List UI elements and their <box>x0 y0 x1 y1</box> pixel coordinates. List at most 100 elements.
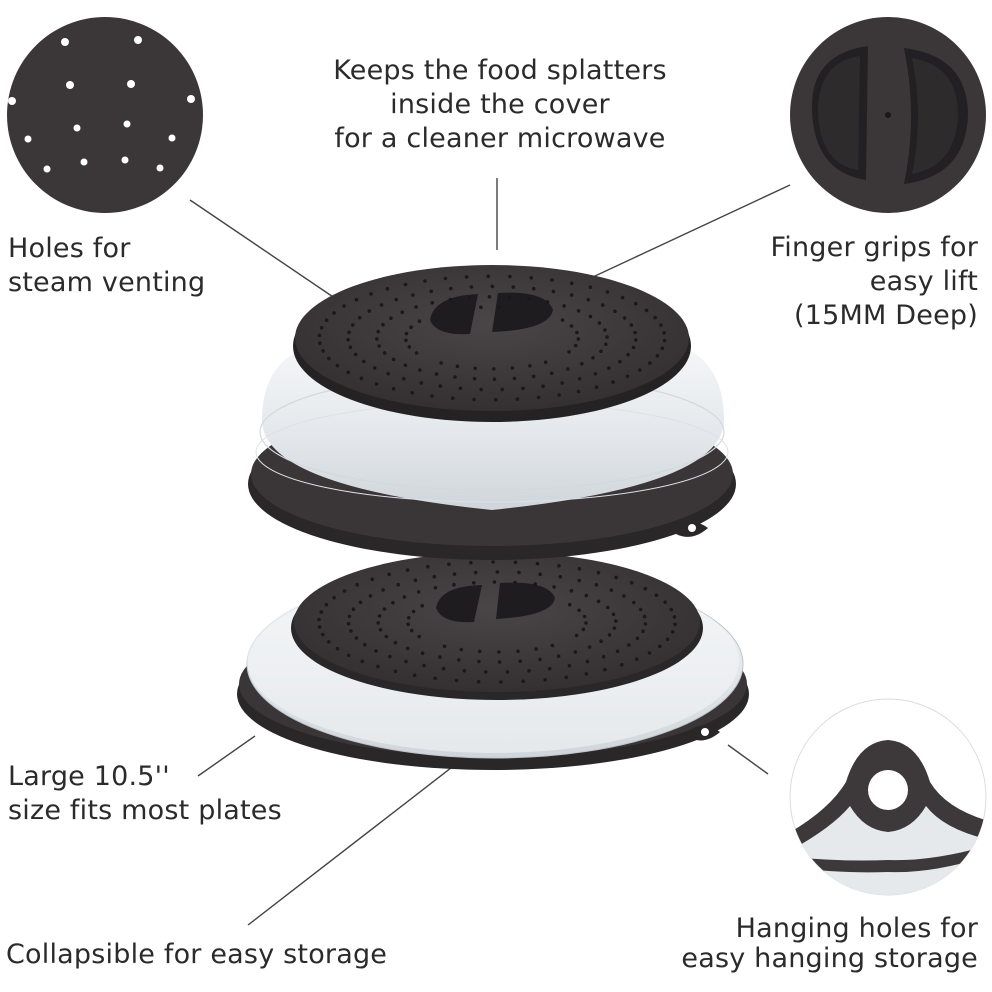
vent-hole <box>347 330 351 335</box>
vent-hole <box>614 619 618 623</box>
vent-hole <box>378 628 383 632</box>
vent-hole <box>531 374 536 379</box>
vent-hole <box>538 657 542 662</box>
vent-hole <box>543 360 548 365</box>
vent-hole <box>417 319 422 324</box>
vent-hole <box>452 582 456 587</box>
vent-hole <box>534 647 538 651</box>
vent-hole <box>586 297 591 302</box>
vent-hole <box>376 329 381 334</box>
vent-hole <box>577 377 582 381</box>
vent-hole <box>567 663 572 668</box>
vent-hole <box>620 295 625 300</box>
vent-hole <box>507 295 512 300</box>
vent-hole <box>391 387 396 391</box>
vent-hole <box>560 318 565 322</box>
vent-hole <box>535 561 540 566</box>
vent-hole <box>327 640 331 644</box>
vent-hole <box>631 345 636 350</box>
vent-hole <box>654 593 659 598</box>
vent-hole <box>379 303 384 307</box>
vent-hole <box>620 663 624 667</box>
vent-hole <box>513 560 518 565</box>
vent-hole <box>562 304 566 308</box>
vent-hole <box>467 295 472 300</box>
vent-hole <box>486 274 491 279</box>
vent-hole <box>381 322 385 327</box>
vent-hole <box>422 663 426 668</box>
vent-hole <box>362 359 366 364</box>
zoom-hanging-hole <box>789 698 987 896</box>
vent-hole <box>335 646 340 651</box>
vent-hole <box>663 600 667 604</box>
vent-hole <box>634 338 638 342</box>
vent-hole <box>372 366 377 370</box>
vent-hole <box>605 605 610 610</box>
vent-hole <box>405 568 410 572</box>
vent-hole <box>527 669 531 673</box>
vent-hole <box>575 330 579 335</box>
vent-hole <box>319 610 324 614</box>
vent-hole <box>433 586 438 590</box>
vent-hole <box>369 292 373 296</box>
vent-hole <box>375 337 379 341</box>
vent-hole <box>409 325 413 330</box>
vent-hole <box>406 622 411 626</box>
vent-hole <box>605 290 610 294</box>
vent-hole <box>317 333 322 338</box>
label-steam-holes: Holes for steam venting <box>8 233 206 298</box>
vent-hole <box>605 335 609 339</box>
vent-hole <box>414 351 419 355</box>
vent-hole <box>423 279 427 283</box>
leader-line-hang <box>727 744 769 775</box>
vent-hole <box>596 599 601 604</box>
vent-hole <box>376 664 380 669</box>
vent-hole <box>414 305 418 309</box>
vent-hole <box>632 600 636 605</box>
vent-hole <box>560 381 564 385</box>
vent-hole <box>634 301 638 306</box>
vent-hole <box>400 310 405 315</box>
vent-hole <box>357 315 362 320</box>
vent-hole <box>551 289 556 294</box>
vent-hole <box>490 284 495 289</box>
vent-hole <box>430 301 435 305</box>
vent-hole <box>584 621 588 625</box>
vent-hole <box>472 397 476 402</box>
vent-hole <box>581 627 586 632</box>
vent-hole <box>388 654 392 659</box>
vent-hole <box>407 345 412 349</box>
vent-hole <box>567 602 572 607</box>
vent-hole <box>443 276 448 281</box>
vent-hole <box>396 582 401 587</box>
vent-hole <box>351 323 355 327</box>
vent-hole <box>386 371 391 376</box>
vent-hole <box>377 614 382 618</box>
vent-hole <box>647 651 652 655</box>
vent-hole <box>403 363 408 368</box>
vent-hole <box>642 614 647 619</box>
vent-hole <box>510 366 515 370</box>
leader-line-size <box>197 735 256 777</box>
vent-hole <box>538 572 542 576</box>
vent-hole <box>452 572 457 576</box>
vent-hole <box>582 614 587 619</box>
vent-hole <box>411 293 415 297</box>
vent-hole <box>603 328 607 332</box>
vent-hole <box>653 315 657 320</box>
vent-hole <box>629 323 634 327</box>
vent-hole <box>430 394 434 398</box>
vent-hole <box>419 381 424 385</box>
vent-hole <box>420 651 425 655</box>
vent-hole <box>404 659 408 664</box>
vent-hole <box>622 594 626 598</box>
vent-hole <box>459 647 464 652</box>
vent-hole <box>658 644 662 649</box>
vent-hole <box>558 575 563 579</box>
vent-hole <box>381 588 385 592</box>
vent-hole <box>552 585 556 589</box>
label-finger-grips: Finger grips for easy lift (15MM Deep) <box>770 232 978 331</box>
vent-hole <box>626 352 630 357</box>
vent-hole <box>453 375 457 379</box>
vent-hole <box>418 368 422 372</box>
